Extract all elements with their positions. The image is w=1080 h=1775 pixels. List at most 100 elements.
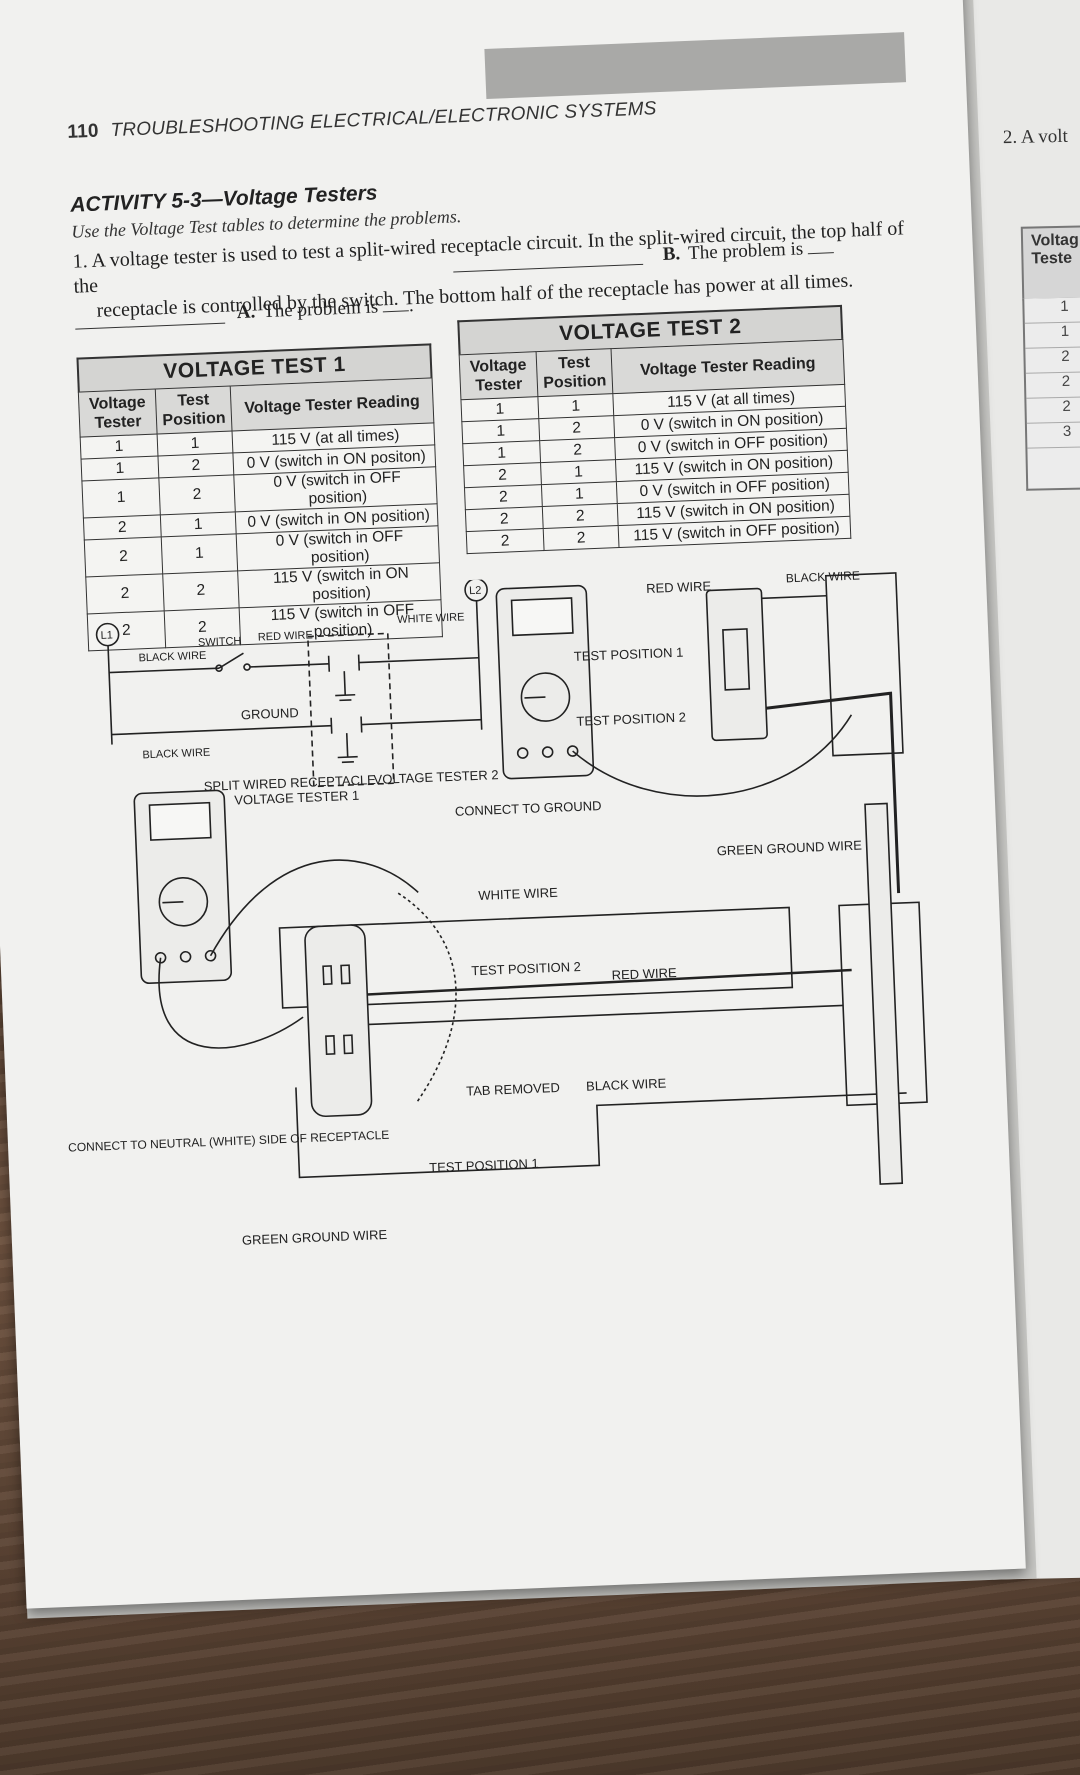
cell-position: 1 [160,511,237,537]
cell-tester: 2 [83,514,162,540]
next-page-row: 2 [1026,397,1080,424]
answer-b-letter: B. [662,243,681,266]
receptacle-bottom-neutral [360,716,363,733]
next-page-row: 3 [1026,422,1080,449]
cell-position: 1 [540,459,617,485]
test-position-1-bottom-label: TEST POSITION 1 [429,1156,539,1175]
next-page-table-column: 1 1 2 2 2 3 [1022,297,1080,491]
schematic-white-wire-label: WHITE WIRE [397,611,465,626]
ground-lead-bottom [345,733,349,758]
receptacle-slot [340,964,351,985]
cell-position: 2 [538,415,615,441]
connect-to-ground-label: CONNECT TO GROUND [455,798,602,819]
switch-box [824,572,904,757]
green-ground-wire-right-label: GREEN GROUND WIRE [716,838,862,859]
cell-tester: 1 [460,396,539,422]
voltage-tester-2 [495,584,595,780]
tester-2-lead [572,714,853,797]
red-wire-to-switch [761,594,827,600]
next-page-question: 2. A volt [1002,125,1069,149]
tester-1-jack [179,950,192,963]
book-page: 110 TROUBLESHOOTING ELECTRICAL/ELECTRONIC… [0,0,1026,1609]
schematic-ground-label: GROUND [241,705,299,722]
l1-bus [107,645,113,745]
schematic-red-wire-label: RED WIRE [258,629,313,643]
ground-lead-top [343,671,347,696]
cell-position: 1 [541,481,618,507]
wall-switch [705,587,768,742]
test-position-1-top-label: TEST POSITION 1 [574,645,684,664]
voltage-tester-2-label: VOLTAGE TESTER 2 [373,767,498,787]
tester-2-jack [566,745,579,757]
cell-tester: 1 [81,455,159,482]
cell-tester: 2 [84,536,163,577]
schematic-diagram [95,578,488,788]
wiring-diagram: L1 L2 BLACK WIRE SWITCH RED WIRE WHITE W… [68,568,928,1248]
cell-tester: 1 [461,418,540,444]
green-ground-wire-bottom-label: GREEN GROUND WIRE [242,1227,388,1248]
answer-b-blank[interactable] [807,238,835,255]
running-head: 110 TROUBLESHOOTING ELECTRICAL/ELECTRONIC… [67,98,657,144]
l2-bus [475,600,483,730]
red-wire-bottom-label: RED WIRE [611,965,677,983]
duplex-receptacle [304,924,373,1118]
voltage-tester-1-label: VOLTAGE TESTER 1 [234,788,359,808]
receptacle-top-contact [327,655,331,672]
running-head-title: TROUBLESHOOTING ELECTRICAL/ELECTRONIC SY… [110,98,657,142]
black-wire-top-label: BLACK WIRE [786,568,861,585]
page-number: 110 [66,120,100,143]
tester-1-selector-dial [158,877,209,927]
split-receptacle-box [307,632,395,788]
next-page-row: 2 [1025,372,1080,399]
ground-symbol-top [335,693,356,697]
cell-position: 2 [158,474,236,515]
next-page-header-text: Voltag Teste [1030,231,1079,268]
tester-2-dial-pointer [524,696,546,699]
test-position-2-top-label: TEST POSITION 2 [576,709,686,728]
switch-box-assembly [572,572,904,894]
answer-a-text: The problem is [262,296,379,323]
switch-terminal [243,663,251,671]
cable-conduit [864,802,904,1185]
header-test-position: Test Position [155,386,233,434]
black-wire-bottom-label: BLACK WIRE [586,1076,667,1094]
switch-toggle [722,628,751,691]
receptacle-assembly [278,802,928,1185]
connect-neutral-label: CONNECT TO NEUTRAL (WHITE) SIDE OF RECEP… [68,1128,390,1155]
test-position-path [397,892,457,1104]
tester-2-display [510,597,574,637]
receptacle-slot [343,1034,354,1055]
cell-position: 2 [157,452,234,478]
white-wire-run [278,906,794,1009]
question-1-number: 1. [72,250,89,273]
switch-pivot [215,664,223,672]
cell-position: 2 [542,503,619,529]
tester-1-lead-b [158,957,304,1049]
schematic-labels: L1 L2 BLACK WIRE SWITCH RED WIRE WHITE W… [100,585,481,794]
receptacle-slot [325,1035,336,1056]
green-ground-wire [295,1087,907,1179]
ground-symbol-bottom [337,755,358,759]
schematic-black-wire-label: BLACK WIRE [138,650,206,665]
cell-tester: 2 [463,462,542,488]
white-wire-label: WHITE WIRE [478,885,558,903]
cell-position: 2 [543,525,620,551]
cell-tester: 1 [462,440,541,466]
answer-a-letter: A. [236,301,256,324]
header-gray-bar [484,32,907,99]
tester-1-jack [204,949,217,962]
schematic-split-wired-label: SPLIT WIRED RECEPTACLE [203,772,376,794]
cell-position: 1 [157,430,233,456]
tester-1-dial-pointer [162,901,184,904]
tab-removed-label: TAB REMOVED [466,1080,560,1099]
cell-tester: 2 [465,506,544,532]
schematic-switch-label: SWITCH [198,635,242,649]
cell-tester: 1 [81,477,161,519]
answer-a-blank[interactable] [382,296,410,313]
next-page-table-header: Voltag Teste [1020,225,1080,301]
black-wire-run [368,1004,844,1026]
cell-tester: 2 [466,528,545,554]
cell-position: 2 [539,437,616,463]
black-wire-to-switch [765,691,901,894]
red-wire-line [249,662,329,668]
